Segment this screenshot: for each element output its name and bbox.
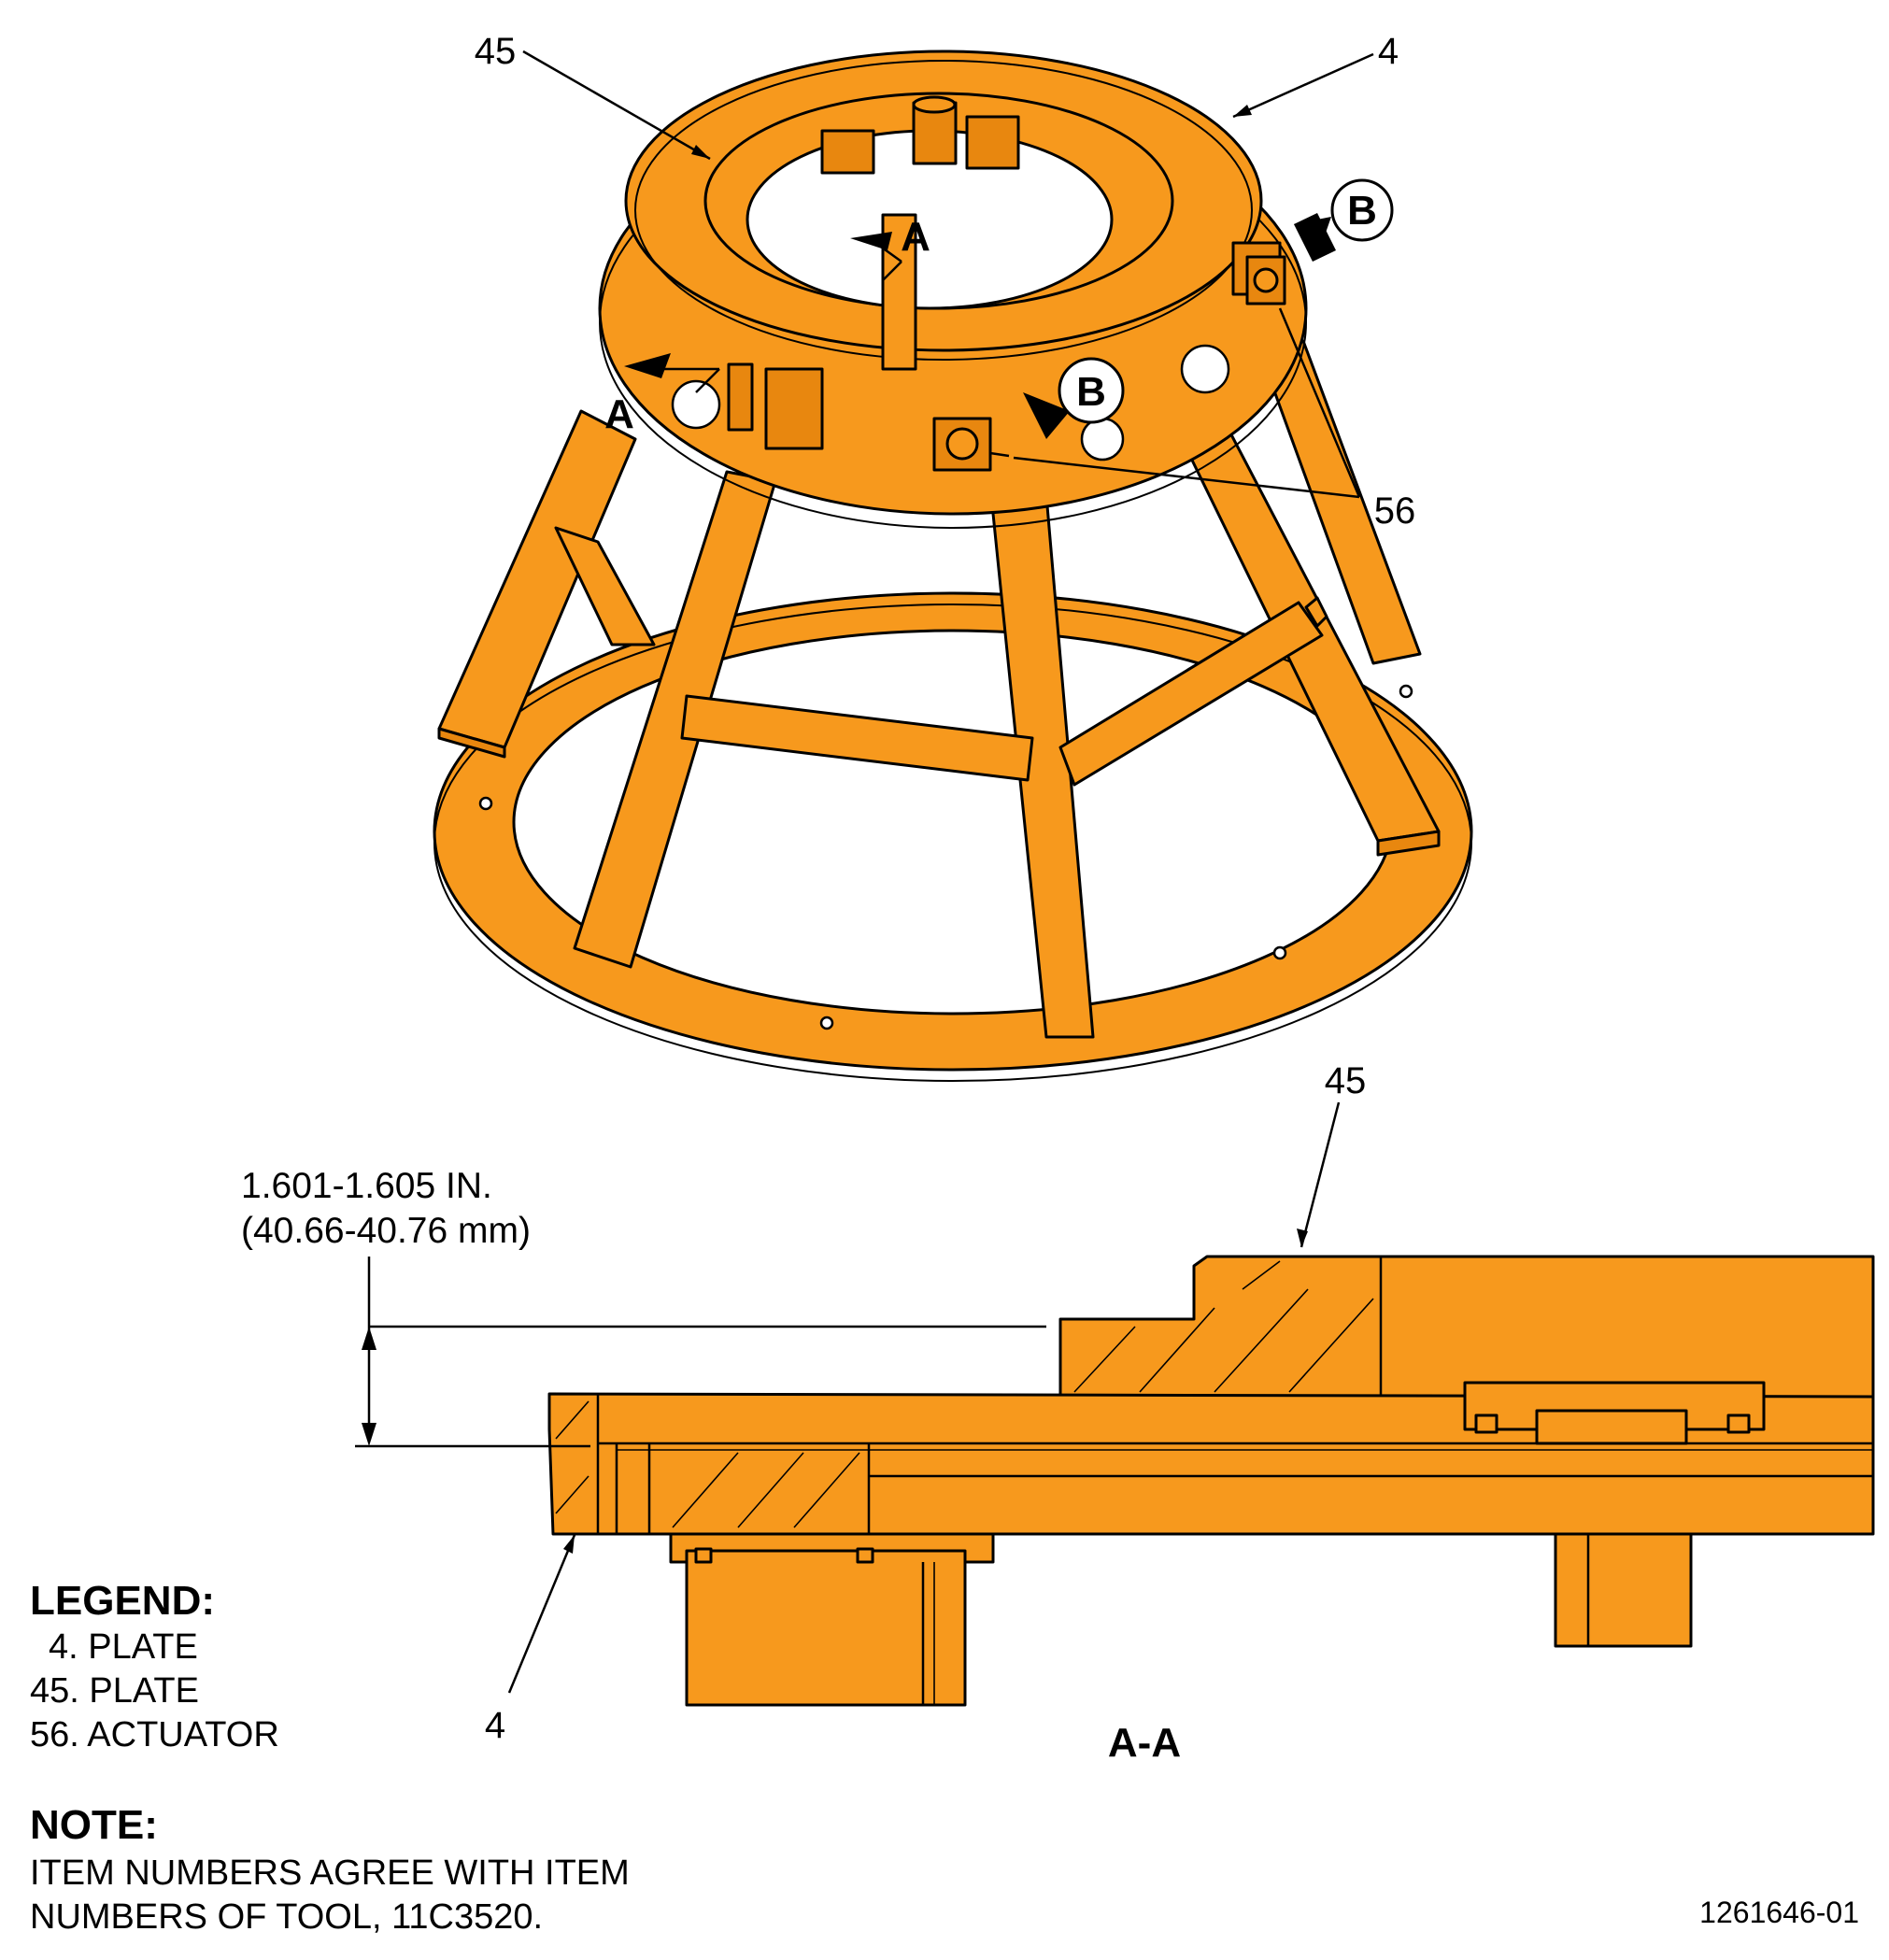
view-b-circle-right [1330,178,1394,242]
legend-item-4: 4. PLATE [49,1627,198,1667]
section-a-label-upper: A [901,214,930,260]
legend-item-56: 56. ACTUATOR [30,1715,279,1754]
callout-leaders [522,50,1374,499]
note: NOTE: ITEM NUMBERS AGREE WITH ITEM NUMBE… [30,1802,630,1937]
actuator-56-front [932,417,1010,472]
fixture-isometric-view: 45 4 56 A A B B [433,31,1473,1082]
dimension-mm: (40.66-40.76 mm) [241,1211,531,1251]
view-b-label-right: B [1347,188,1377,234]
view-b-markers [1023,178,1394,439]
callout-4-section: 4 [485,1705,505,1746]
plate-45-hatch [1073,1260,1374,1393]
plate-4-hatch [555,1400,860,1528]
lower-post-left [685,1549,967,1707]
plate-45-section [1058,1255,1875,1399]
section-a-cut-markers [624,232,902,393]
dimension-inches: 1.601-1.605 IN. [241,1166,492,1206]
callout-45-section: 45 [1325,1060,1367,1101]
view-b-circle-front [1058,357,1125,424]
legend: LEGEND: 4. PLATE 45. PLATE 56. ACTUATOR [30,1578,279,1754]
view-b-label-front: B [1076,369,1106,415]
note-line-2: NUMBERS OF TOOL, 11C3520. [30,1897,543,1937]
plate-45-upper-ring [624,50,1282,371]
section-title: A-A [1108,1720,1181,1766]
legend-title: LEGEND: [30,1578,215,1624]
callout-56: 56 [1374,490,1416,532]
lower-post-right [1554,1532,1693,1648]
figure-number: 1261646-01 [1699,1896,1859,1929]
section-a-label-lower: A [604,391,634,437]
thickness-dimension [355,1257,1046,1448]
note-title: NOTE: [30,1802,158,1848]
section-a-a-view: 45 4 1.601-1.605 IN. (40.66-40.76 mm) A-… [241,1060,1875,1766]
callout-45-top: 45 [475,31,517,72]
legend-item-45: 45. PLATE [30,1671,199,1711]
actuator-56-right [1245,255,1286,305]
callout-4-top: 4 [1378,31,1399,72]
note-line-1: ITEM NUMBERS AGREE WITH ITEM [30,1853,630,1893]
cross-braces [554,526,1328,787]
